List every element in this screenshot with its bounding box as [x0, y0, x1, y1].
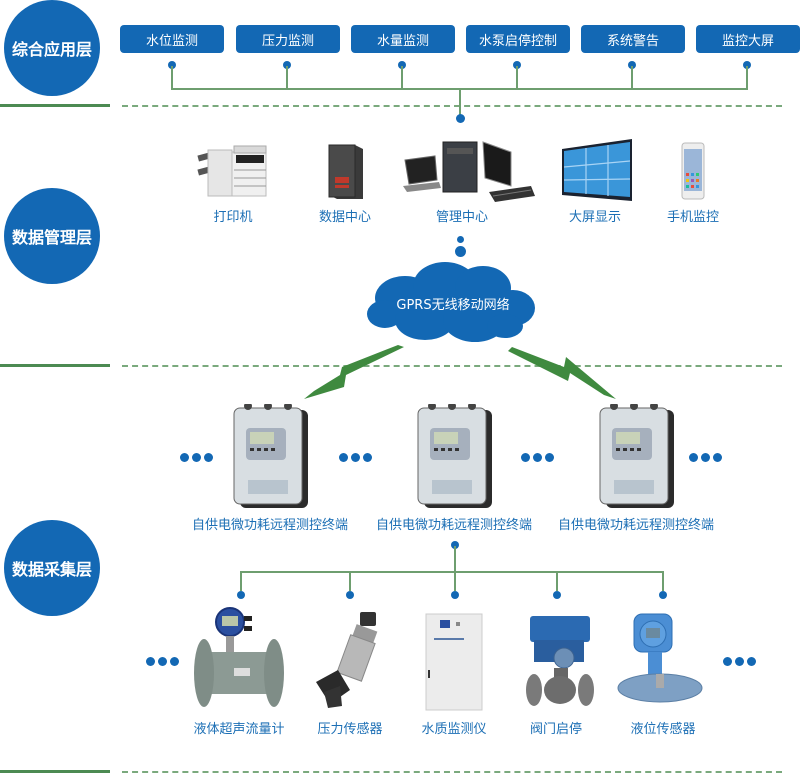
more-ellipsis — [180, 453, 213, 462]
layer-divider-solid — [0, 364, 110, 367]
more-ellipsis — [723, 657, 756, 666]
connector-line — [454, 571, 456, 591]
connector-dot — [237, 591, 245, 599]
layer-divider-dashed — [122, 365, 782, 367]
connector-dot — [168, 61, 176, 69]
layer-badge-management: 数据管理层 — [4, 188, 100, 284]
more-ellipsis — [689, 453, 722, 462]
app-button-pump-control[interactable]: 水泵启停控制 — [466, 25, 570, 53]
layer-divider-solid — [0, 770, 110, 773]
connector-line — [349, 571, 351, 591]
electric-valve-icon — [526, 616, 594, 706]
connector-line — [662, 571, 664, 591]
ultrasonic-flowmeter-icon — [194, 607, 284, 707]
layer-label: 综合应用层 — [11, 40, 92, 59]
layer-badge-application: 综合应用层 — [4, 0, 100, 96]
layer-badge-collection: 数据采集层 — [4, 520, 100, 616]
app-button-water-volume[interactable]: 水量监测 — [351, 25, 455, 53]
rtu-terminal-icon — [599, 404, 674, 508]
connector-line — [556, 571, 558, 591]
sensor-label: 液位传感器 — [630, 722, 696, 737]
button-label: 压力监测 — [261, 33, 314, 49]
app-button-big-screen[interactable]: 监控大屏 — [696, 25, 800, 53]
connector-dot — [743, 61, 751, 69]
connector-dot — [553, 591, 561, 599]
connector-dot — [659, 591, 667, 599]
connector-line — [286, 66, 288, 89]
pressure-sensor-icon — [316, 612, 378, 708]
sensor-label: 水质监测仪 — [421, 722, 487, 737]
layer-label: 数据采集层 — [11, 560, 92, 579]
button-label: 水位监测 — [145, 33, 198, 49]
connector-dot — [283, 61, 291, 69]
connector-line — [454, 546, 456, 572]
layer-divider-dashed — [122, 105, 782, 107]
connector-dot — [457, 236, 464, 243]
device-label: 打印机 — [213, 210, 253, 225]
connector-dot — [628, 61, 636, 69]
connector-line — [171, 66, 173, 89]
button-label: 水量监测 — [376, 33, 429, 49]
desktop-computer-icon — [403, 141, 535, 202]
terminal-label: 自供电微功耗远程测控终端 — [191, 518, 348, 533]
wireless-signal-icon — [508, 347, 616, 399]
level-sensor-icon — [617, 613, 703, 703]
device-label: 数据中心 — [318, 210, 371, 225]
terminal-label: 自供电微功耗远程测控终端 — [375, 518, 532, 533]
layer-label: 数据管理层 — [11, 228, 92, 247]
button-label: 监控大屏 — [721, 33, 774, 49]
app-button-water-level[interactable]: 水位监测 — [120, 25, 224, 53]
more-ellipsis — [146, 657, 179, 666]
connector-dot — [456, 114, 465, 123]
connector-line — [401, 66, 403, 89]
sensor-label: 压力传感器 — [317, 722, 383, 737]
connector-dot — [398, 61, 406, 69]
water-quality-cabinet-icon — [425, 613, 483, 711]
sensor-label: 阀门启停 — [529, 722, 582, 737]
more-ellipsis — [339, 453, 372, 462]
connector-bus — [240, 571, 664, 573]
cloud-icon — [367, 262, 535, 342]
connector-line — [516, 66, 518, 89]
network-label: GPRS无线移动网络 — [396, 298, 510, 313]
button-label: 系统警告 — [606, 33, 659, 49]
layer-divider-solid — [0, 104, 110, 107]
button-label: 水泵启停控制 — [478, 33, 557, 49]
rtu-terminal-icon — [417, 404, 492, 508]
printer-icon — [197, 145, 267, 197]
wireless-signal-icon — [304, 345, 404, 399]
device-label: 手机监控 — [666, 210, 719, 225]
app-button-pressure[interactable]: 压力监测 — [236, 25, 340, 53]
terminal-label: 自供电微功耗远程测控终端 — [557, 518, 714, 533]
video-wall-icon — [562, 139, 632, 201]
device-label: 大屏显示 — [568, 210, 621, 225]
smartphone-icon — [681, 142, 705, 200]
more-ellipsis — [521, 453, 554, 462]
server-icon — [328, 144, 363, 199]
app-button-system-alert[interactable]: 系统警告 — [581, 25, 685, 53]
layer-divider-dashed — [122, 771, 782, 773]
connector-dot — [513, 61, 521, 69]
connector-dot — [346, 591, 354, 599]
device-label: 管理中心 — [435, 210, 488, 225]
connector-line — [746, 66, 748, 89]
connector-dot — [451, 591, 459, 599]
connector-dot — [451, 541, 459, 549]
connector-line — [240, 571, 242, 591]
connector-line — [631, 66, 633, 89]
sensor-label: 液体超声流量计 — [193, 722, 285, 737]
connector-line — [459, 88, 461, 116]
connector-dot — [455, 246, 466, 257]
rtu-terminal-icon — [233, 404, 308, 508]
